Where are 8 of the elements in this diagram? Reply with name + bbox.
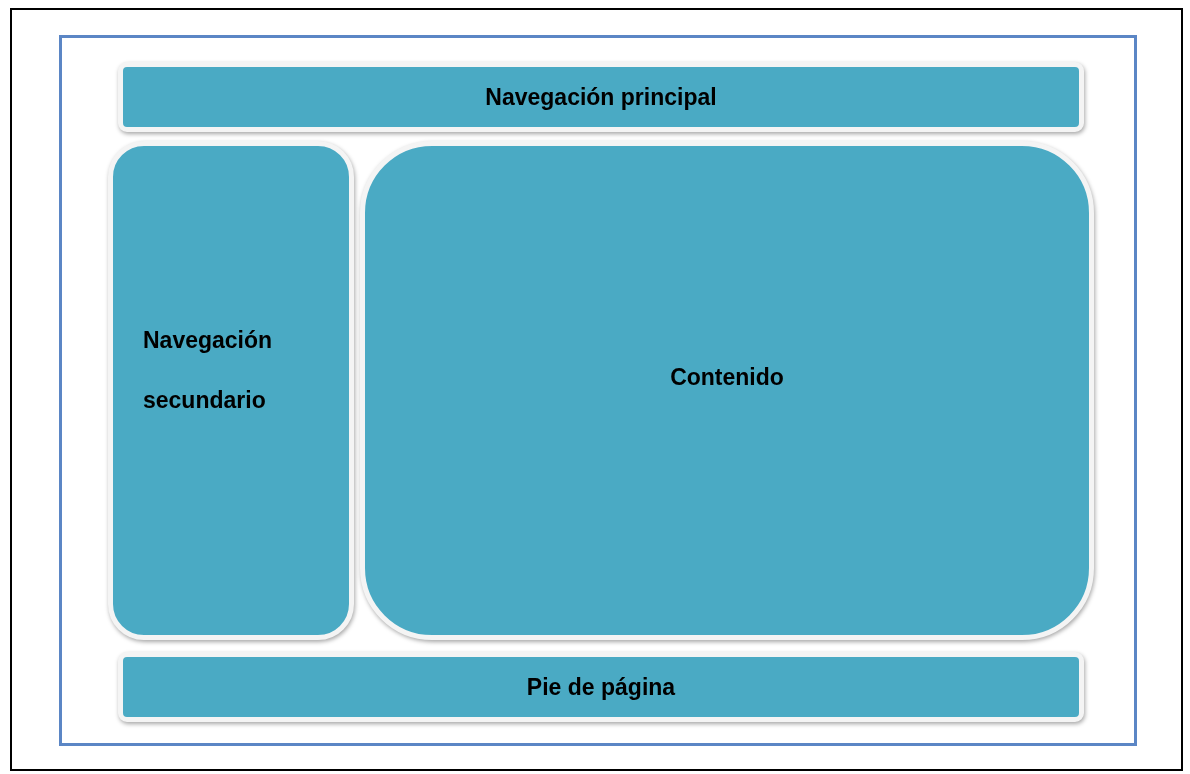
node-label: Contenido <box>670 364 784 391</box>
node-label: Navegación principal <box>485 83 717 111</box>
sidebar-panel <box>108 141 354 640</box>
node-label: Pie de página <box>526 673 676 701</box>
content-panel <box>360 141 1094 640</box>
main-navigation-bar <box>118 62 1084 132</box>
footer-bar <box>118 652 1084 722</box>
node-label: Navegación secundario <box>143 325 274 415</box>
